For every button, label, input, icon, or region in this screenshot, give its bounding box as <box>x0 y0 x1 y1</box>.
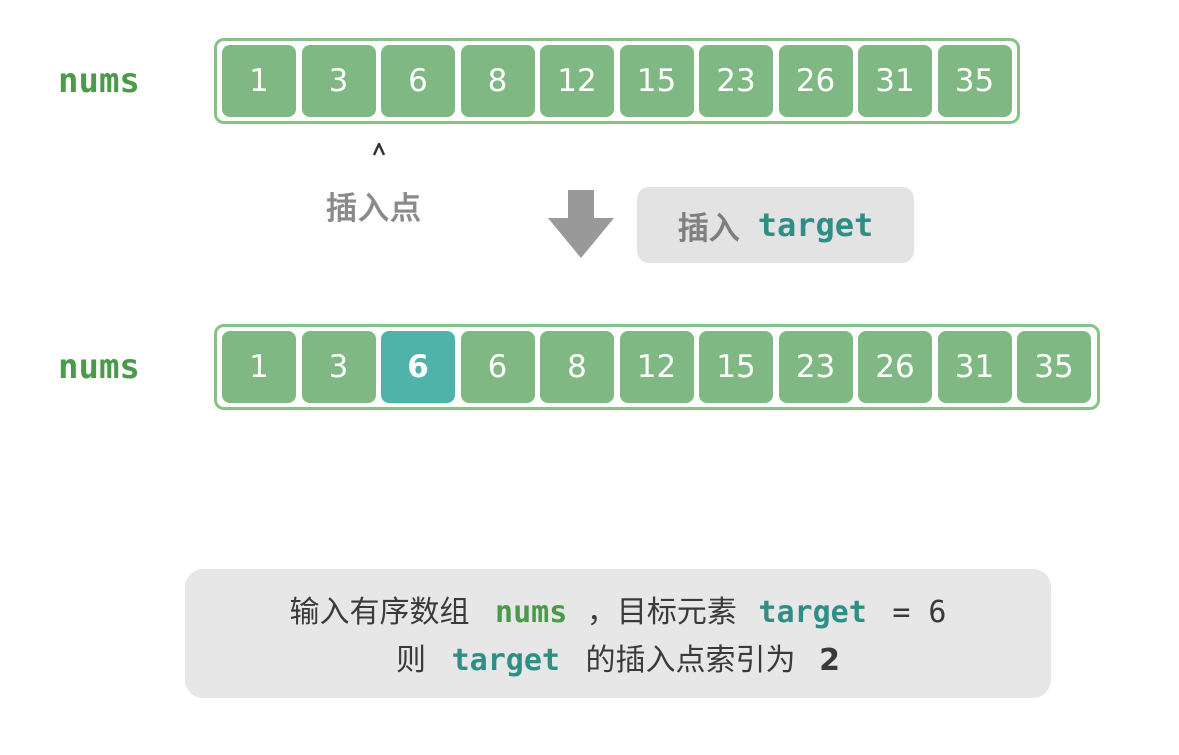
insert-point-label: 插入点 <box>326 191 422 227</box>
info-text: 输入有序数组 <box>289 595 470 630</box>
info-code-nums: nums <box>495 595 568 630</box>
info-code-target: target <box>451 643 560 678</box>
array-cell: 26 <box>858 331 932 403</box>
array-cell: 6 <box>460 331 535 403</box>
info-line-1: 输入有序数组 nums ，目标元素 target = 6 <box>185 589 1051 637</box>
info-result-index: 2 <box>819 643 840 678</box>
info-line-2: 则 target 的插入点索引为 2 <box>185 637 1051 685</box>
array-cell: 35 <box>1017 331 1091 403</box>
array-cell: 1 <box>222 331 296 403</box>
array-cell: 6 <box>381 45 455 117</box>
array-cell: 31 <box>937 331 1012 403</box>
info-box: 输入有序数组 nums ，目标元素 target = 6 则 target 的插… <box>185 569 1051 698</box>
array-cell: 15 <box>699 331 773 403</box>
array-cell: 35 <box>937 45 1012 117</box>
info-equals-value: = 6 <box>892 595 947 630</box>
array-cell: 15 <box>619 45 694 117</box>
pill-text: 插入 <box>677 210 740 247</box>
top-array-label: nums <box>58 61 140 101</box>
bottom-array-label: nums <box>58 347 140 387</box>
array-cell: 23 <box>778 331 853 403</box>
array-cell: 3 <box>301 45 376 117</box>
array-cell: 8 <box>540 331 614 403</box>
array-cell-inserted: 6 <box>381 331 455 403</box>
array-cell: 26 <box>778 45 853 117</box>
info-code-target: target <box>758 595 867 630</box>
array-cell: 8 <box>460 45 535 117</box>
array-cell: 12 <box>540 45 614 117</box>
array-cell: 31 <box>858 45 932 117</box>
array-cell: 23 <box>699 45 773 117</box>
insert-target-pill: 插入 target <box>637 187 914 263</box>
info-text: 则 <box>396 643 427 678</box>
array-cell: 3 <box>301 331 376 403</box>
info-text: 的插入点索引为 <box>585 643 796 678</box>
down-arrow-icon <box>548 190 614 258</box>
insert-point-caret-icon <box>372 142 386 156</box>
pill-code: target <box>757 206 874 244</box>
array-cell: 1 <box>222 45 296 117</box>
info-text: ，目标元素 <box>586 595 737 630</box>
array-cell: 12 <box>619 331 694 403</box>
